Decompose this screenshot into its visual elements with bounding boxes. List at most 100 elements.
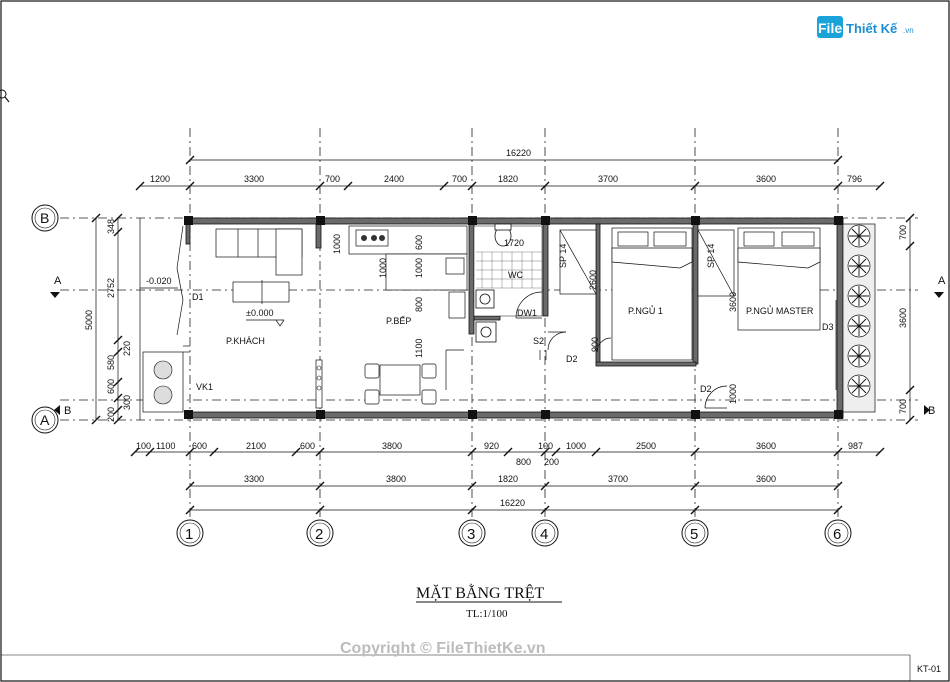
svg-text:3600: 3600 (898, 308, 908, 328)
svg-text:D2: D2 (700, 384, 712, 394)
svg-text:2600: 2600 (588, 270, 598, 290)
wc-fixtures (473, 223, 567, 360)
svg-text:220: 220 (122, 341, 132, 356)
svg-text:600: 600 (106, 379, 116, 394)
top-overall-dim: 16220 (506, 148, 531, 158)
room-label-khach: P.KHÁCH (226, 336, 265, 346)
svg-text:3700: 3700 (608, 474, 628, 484)
grid-bubble-4: 4 (531, 519, 559, 547)
svg-text:300: 300 (122, 395, 132, 410)
svg-text:1000: 1000 (414, 258, 424, 278)
grid-label-3: 3 (467, 526, 475, 543)
svg-text:SP 14: SP 14 (706, 244, 716, 268)
svg-text:VK1: VK1 (196, 382, 213, 392)
grid-label-2: 2 (315, 526, 323, 543)
living-room-furniture (215, 228, 303, 304)
svg-text:3300: 3300 (244, 174, 264, 184)
svg-text:B: B (64, 405, 71, 417)
svg-text:100: 100 (136, 441, 151, 451)
room-label-wc: WC (508, 270, 523, 280)
svg-text:1000: 1000 (728, 384, 738, 404)
svg-text:Thiết Kế: Thiết Kế (846, 21, 898, 36)
svg-text:1000: 1000 (332, 234, 342, 254)
svg-text:B: B (928, 405, 935, 417)
grid-label-4: 4 (540, 526, 548, 543)
top-dimensions: 16220 1200 3300 700 2400 700 1820 3700 3… (135, 148, 885, 191)
drawing-title-block: MẶT BẰNG TRỆT TL:1/100 (416, 583, 562, 620)
svg-text:200: 200 (544, 457, 559, 467)
svg-text:A: A (54, 275, 62, 287)
svg-text:1000: 1000 (378, 258, 388, 278)
grid-bubble-3: 3 (458, 519, 486, 547)
svg-text:D2: D2 (566, 354, 578, 364)
svg-text:2500: 2500 (636, 441, 656, 451)
svg-text:800: 800 (516, 457, 531, 467)
svg-text:1100: 1100 (156, 441, 175, 451)
walls (184, 217, 844, 419)
kitchen-fixtures (315, 225, 468, 409)
svg-text:3600: 3600 (756, 474, 776, 484)
svg-text:3700: 3700 (598, 174, 618, 184)
svg-text:5000: 5000 (84, 310, 94, 330)
room-label-bep: P.BẾP (386, 316, 411, 326)
svg-text:DW1: DW1 (517, 308, 537, 318)
grid-label-b: B (40, 210, 49, 226)
svg-text:1820: 1820 (498, 174, 518, 184)
grid-bubble-2: 2 (306, 519, 334, 547)
svg-text:1100: 1100 (414, 339, 424, 358)
svg-text:1200: 1200 (150, 174, 170, 184)
svg-text:700: 700 (898, 225, 908, 240)
svg-text:2100: 2100 (246, 441, 266, 451)
grid-bubble-1: 1 (176, 519, 204, 547)
grid-label-5: 5 (690, 526, 698, 543)
svg-text:S2: S2 (533, 336, 544, 346)
room-labels: P.KHÁCH P.BẾP WC P.NGỦ 1 P.NGỦ MASTER (226, 270, 814, 346)
svg-text:580: 580 (106, 355, 116, 370)
svg-text:348: 348 (106, 219, 116, 234)
grid-label-6: 6 (833, 526, 841, 543)
sheet-code: KT-01 (917, 664, 941, 674)
drawing-title: MẶT BẰNG TRỆT (416, 583, 545, 602)
svg-text:3600: 3600 (756, 441, 776, 451)
svg-text:±0.000: ±0.000 (246, 308, 273, 318)
grid-bubble-b: B (31, 204, 59, 232)
svg-text:16220: 16220 (500, 498, 525, 508)
svg-text:1820: 1820 (498, 474, 518, 484)
grid-label-a: A (40, 412, 50, 428)
svg-text:920: 920 (484, 441, 499, 451)
svg-text:700: 700 (325, 174, 340, 184)
door-labels: D1 D2 D2 D3 DW1 S2 VK1 (192, 292, 834, 394)
svg-text:3800: 3800 (382, 441, 402, 451)
svg-text:D1: D1 (192, 292, 204, 302)
svg-text:600: 600 (414, 235, 424, 250)
bottom-dimensions: 100 1100 600 2100 600 3800 920 100 1000 … (130, 441, 885, 515)
level-marks: -0.020 ±0.000 (140, 276, 285, 327)
svg-text:900: 900 (590, 337, 600, 352)
svg-text:3300: 3300 (244, 474, 264, 484)
structural-columns (184, 216, 843, 419)
svg-text:1720: 1720 (504, 238, 524, 248)
grid-bubble-5: 5 (681, 519, 709, 547)
svg-text:200: 200 (106, 407, 116, 422)
room-label-ngu1: P.NGỦ 1 (628, 305, 663, 316)
inner-dimensions: 1000 600 1000 1000 800 1100 1720 2600 90… (332, 234, 738, 404)
svg-text:600: 600 (300, 441, 315, 451)
svg-text:1000: 1000 (566, 441, 586, 451)
section-markers: A A B B (50, 275, 946, 417)
svg-text:A: A (938, 275, 946, 287)
svg-text:600: 600 (192, 441, 207, 451)
drawing-scale: TL:1/100 (466, 608, 508, 620)
svg-text:796: 796 (847, 174, 862, 184)
grid-label-1: 1 (185, 526, 193, 543)
filethietke-logo: File Thiết Kế .vn (817, 16, 914, 38)
grid-bubble-a: A (31, 406, 59, 434)
svg-text:D3: D3 (822, 322, 834, 332)
svg-text:SP 14: SP 14 (558, 244, 568, 268)
svg-text:.vn: .vn (903, 26, 914, 35)
svg-text:3600: 3600 (728, 292, 738, 312)
magnifier-icon (0, 89, 10, 103)
svg-text:File: File (818, 20, 842, 36)
svg-text:-0.020: -0.020 (146, 276, 172, 286)
